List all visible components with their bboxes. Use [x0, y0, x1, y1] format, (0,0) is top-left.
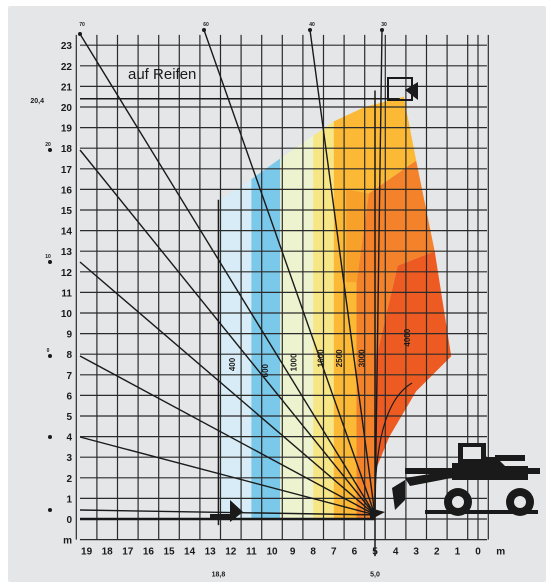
y-tick-label: 15 [61, 206, 73, 217]
boom-angle-line [79, 149, 376, 516]
boom-angle-label: 60 [203, 22, 209, 28]
x-tick-label: 15 [163, 547, 175, 558]
y-tick-label: 1 [66, 494, 72, 505]
boom-angle-line [374, 29, 383, 515]
x-tick-label: 8 [310, 547, 316, 558]
x-tick-label: 9 [290, 547, 296, 558]
y-tick-label: 3 [66, 453, 72, 464]
boom-angle-label: 70 [79, 22, 85, 28]
angle-tick-dot [48, 260, 52, 264]
y-tick-label: 14 [61, 227, 73, 238]
grid-layer [75, 34, 489, 557]
x-tick-label: 4 [393, 547, 399, 558]
boom-angle-label: 30 [381, 22, 387, 28]
x-tick-label: 6 [352, 547, 358, 558]
y-tick-label: 19 [61, 124, 73, 135]
boom-lines-layer [48, 28, 413, 520]
angle-tick-dot [48, 354, 52, 358]
x-tick-label: 5 [372, 547, 378, 558]
zone-3000-top [346, 189, 369, 283]
y-tick-label: 8 [66, 350, 72, 361]
y-tick-label: 13 [61, 247, 73, 258]
zone-1000 [280, 135, 314, 520]
x-tick-label: 2 [434, 547, 440, 558]
zones-layer [220, 96, 452, 520]
y-tick-label: 21 [61, 82, 73, 93]
x-unit-label: m [496, 547, 505, 558]
y-tick-label: 20 [61, 103, 73, 114]
angle-tick-dot [78, 32, 82, 36]
x-tick-label: 16 [143, 547, 155, 558]
max-reach-label: 18,8 [212, 572, 226, 579]
boom-angle-line [79, 355, 376, 516]
x-tick-label: 19 [81, 547, 93, 558]
boom-angle-label: 0 [47, 348, 50, 354]
x-tick-label: 17 [122, 547, 134, 558]
angle-tick-dot [380, 28, 384, 32]
boom-angle-label: 20 [45, 142, 51, 148]
boom-angle-line [309, 29, 376, 515]
boom-angle-line [79, 261, 376, 516]
x-tick-label: 10 [266, 547, 278, 558]
x-tick-label: 0 [475, 547, 481, 558]
boom-angle-line [79, 33, 376, 516]
chart-title: auf Reifen [128, 66, 196, 83]
max-height-label: 20,4 [30, 98, 44, 105]
x-tick-label: 3 [413, 547, 419, 558]
y-tick-label: 16 [61, 185, 73, 196]
x-tick-label: 7 [331, 547, 337, 558]
y-tick-label: 4 [66, 433, 72, 444]
zone-label: 400 [228, 357, 237, 371]
zone-400 [220, 179, 252, 519]
x-tick-label: 18 [102, 547, 114, 558]
y-tick-label: 17 [61, 165, 73, 176]
telehandler-machine [210, 77, 540, 522]
y-tick-label: 11 [61, 288, 72, 299]
angle-tick-dot [48, 435, 52, 439]
y-unit-label: m [63, 536, 72, 547]
y-tick-label: 9 [66, 330, 72, 341]
y-tick-label: 7 [66, 371, 72, 382]
boom-angle-line [79, 509, 376, 516]
labels-layer: 01234567891011121314151617181920212223m2… [30, 22, 505, 579]
zone-label: 3000 [358, 349, 367, 367]
pivot-reach-label: 5,0 [370, 572, 380, 579]
y-tick-label: 2 [66, 474, 72, 485]
zone-label: 4000 [403, 328, 412, 346]
y-tick-label: 10 [61, 309, 73, 320]
zone-label: 1000 [290, 353, 299, 371]
envelope-arc [374, 382, 413, 520]
boom-angle-line [79, 436, 376, 516]
y-tick-label: 5 [66, 412, 72, 423]
angle-tick-dot [202, 28, 206, 32]
y-tick-label: 12 [61, 268, 73, 279]
zone-600 [251, 158, 281, 519]
angle-tick-dot [48, 508, 52, 512]
y-tick-label: 22 [61, 62, 73, 73]
angle-tick-dot [48, 148, 52, 152]
x-tick-label: 13 [205, 547, 217, 558]
x-tick-label: 12 [225, 547, 237, 558]
boom-angle-line [203, 29, 376, 516]
y-tick-label: 18 [61, 144, 73, 155]
boom-angle-label: 10 [45, 254, 51, 260]
angle-tick-dot [308, 28, 312, 32]
zone-label: 2500 [335, 349, 344, 367]
zone-label: 600 [261, 363, 270, 377]
y-tick-label: 23 [61, 41, 73, 52]
x-tick-label: 11 [246, 547, 257, 558]
x-tick-label: 1 [455, 547, 461, 558]
y-tick-label: 0 [66, 515, 72, 526]
zone-label: 1600 [317, 349, 326, 367]
y-tick-label: 6 [66, 391, 72, 402]
boom-angle-label: 40 [309, 22, 315, 28]
x-tick-label: 14 [184, 547, 196, 558]
